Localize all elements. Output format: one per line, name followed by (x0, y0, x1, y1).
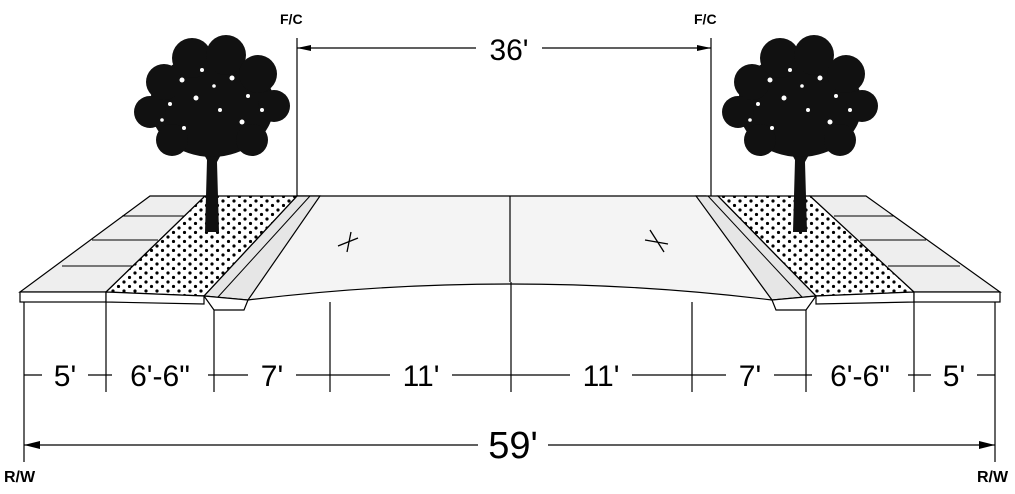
tree-icon (722, 35, 878, 232)
curb-to-curb-dimension (296, 38, 712, 196)
planting-strip-right (716, 195, 916, 305)
lane-marker-icon (337, 231, 359, 253)
segment-label-bg (812, 355, 908, 391)
segment-label-bg (112, 355, 208, 391)
tree-icon (134, 35, 290, 232)
segment-label-travel-right: 11' (583, 360, 620, 393)
segment-label-travel-left: 11' (403, 360, 440, 393)
segment-label-bg (390, 355, 452, 391)
segment-label-parking-left: 7' (261, 360, 283, 393)
segment-label-parking-right: 7' (739, 360, 761, 393)
rw-label-right: R/W (977, 469, 1009, 486)
curb-to-curb-label: 36' (489, 34, 528, 67)
fc-label-left: F/C (280, 11, 303, 27)
right-of-way-dimension (24, 441, 995, 449)
rw-label-left: R/W (4, 469, 36, 486)
segment-label-sidewalk-right: 5' (943, 360, 965, 393)
segment-label-bg (931, 355, 977, 391)
segment-label-sidewalk-left: 5' (54, 360, 76, 393)
lane-marker-icon (644, 229, 669, 253)
segment-label-bg (248, 355, 296, 391)
curb-right (771, 295, 818, 311)
segment-label-bg (42, 355, 88, 391)
right-of-way-label: 59' (488, 425, 538, 467)
segment-label-planting-right: 6'-6" (830, 360, 890, 393)
segment-label-bg (570, 355, 632, 391)
roadway-surface (202, 195, 818, 311)
fc-label-right: F/C (694, 11, 717, 27)
segment-label-bg (726, 355, 774, 391)
segment-extension-lines (23, 282, 996, 462)
segment-label-planting-left: 6'-6" (130, 360, 190, 393)
sidewalk-right (808, 195, 1002, 303)
sidewalk-left (18, 195, 207, 303)
curb-left (202, 295, 249, 311)
